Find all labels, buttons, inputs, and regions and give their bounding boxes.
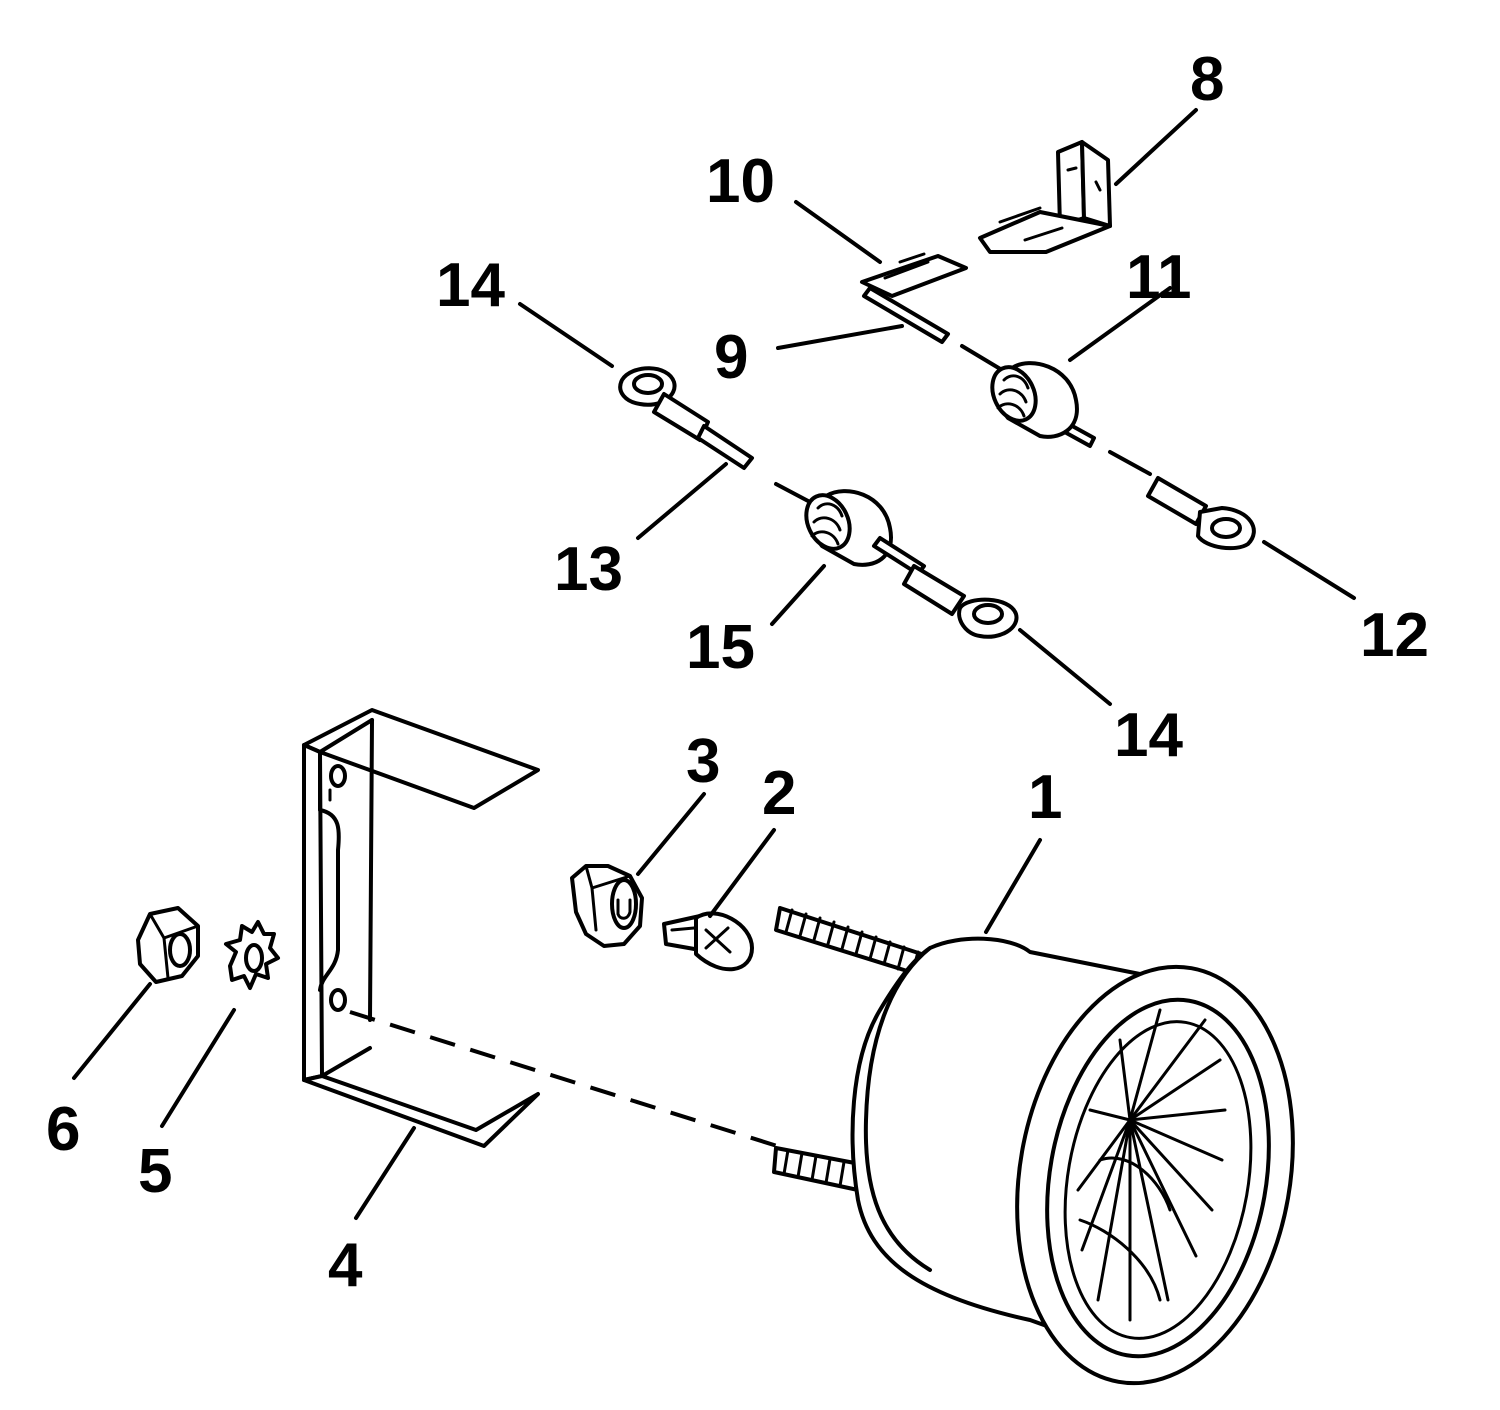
callout-4: 4	[328, 1231, 363, 1300]
spade-terminal-part-10	[860, 252, 968, 298]
wire-assembly-part-13-15	[618, 366, 1019, 639]
callout-2: 2	[762, 759, 796, 828]
callout-13: 13	[554, 535, 623, 604]
mounting-bracket-part-4	[302, 708, 540, 1148]
callout-1: 1	[1028, 763, 1062, 832]
callout-14-lower: 14	[1114, 701, 1183, 770]
callout-12: 12	[1360, 601, 1429, 670]
callout-5: 5	[138, 1137, 172, 1206]
wire-assembly-part-11	[960, 344, 1256, 551]
callout-11: 11	[1126, 243, 1192, 312]
bulb-socket-part-3	[570, 864, 644, 948]
callout-9: 9	[714, 323, 748, 392]
leader-lines	[72, 108, 1356, 1220]
hex-nut-part-6	[136, 906, 200, 984]
wire-part-9	[862, 286, 950, 344]
callout-8: 8	[1190, 45, 1224, 114]
callout-15: 15	[686, 613, 755, 682]
callout-14-upper: 14	[436, 251, 505, 320]
terminal-bracket-part-8	[978, 140, 1112, 254]
gauge-part-1	[772, 906, 1295, 1386]
wedge-bulb-part-2	[662, 911, 754, 972]
alignment-dashed-line	[349, 1010, 791, 1152]
callout-6: 6	[46, 1095, 80, 1164]
callout-3: 3	[686, 727, 720, 796]
lock-washer-part-5	[224, 920, 280, 990]
callout-10: 10	[706, 147, 775, 216]
